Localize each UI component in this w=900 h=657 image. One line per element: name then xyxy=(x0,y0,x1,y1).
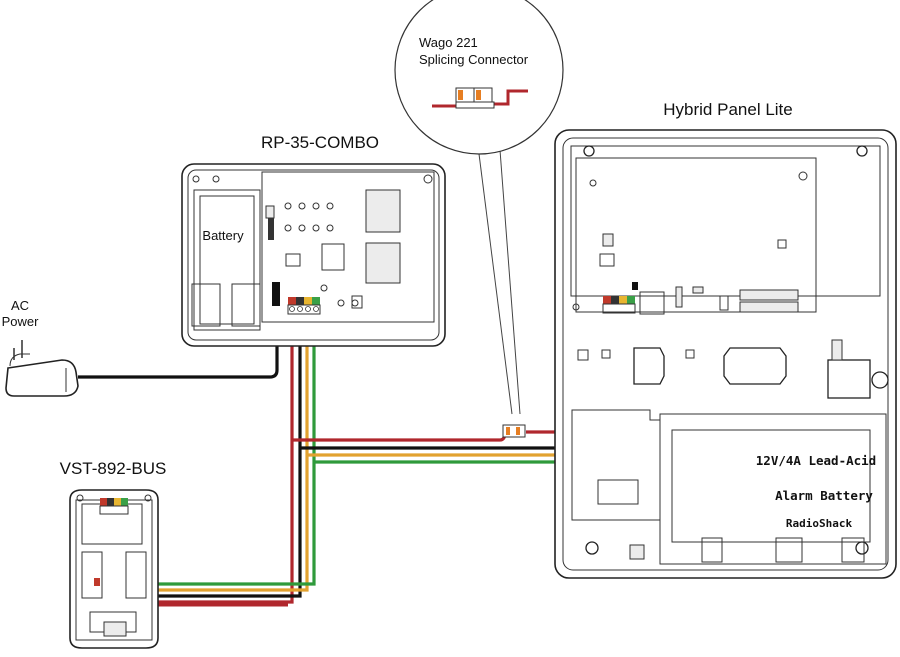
battery-alarm-label: Alarm Battery xyxy=(775,488,873,503)
vst-title: VST-892-BUS xyxy=(60,459,167,478)
wago-connector xyxy=(502,424,526,438)
hybrid-panel-unit xyxy=(554,129,897,579)
battery-lead-acid-label: 12V/4A Lead-Acid xyxy=(756,453,876,468)
rp35-title: RP-35-COMBO xyxy=(261,133,379,152)
ac-label-1: AC xyxy=(11,298,29,313)
wago-label-2: Splicing Connector xyxy=(419,52,529,67)
wire-red-trunk xyxy=(292,430,518,442)
wago-callout xyxy=(394,0,564,415)
rp35-combo-unit xyxy=(181,163,446,347)
wago-label-1: Wago 221 xyxy=(419,35,478,50)
hybrid-title: Hybrid Panel Lite xyxy=(663,100,792,119)
vst-892-bus-unit xyxy=(69,489,159,649)
ac-label-2: Power xyxy=(2,314,40,329)
ac-power-cable xyxy=(78,292,279,379)
battery-label: Battery xyxy=(202,228,244,243)
battery-brand-label: RadioShack xyxy=(786,517,853,530)
ac-adapter xyxy=(5,340,79,397)
